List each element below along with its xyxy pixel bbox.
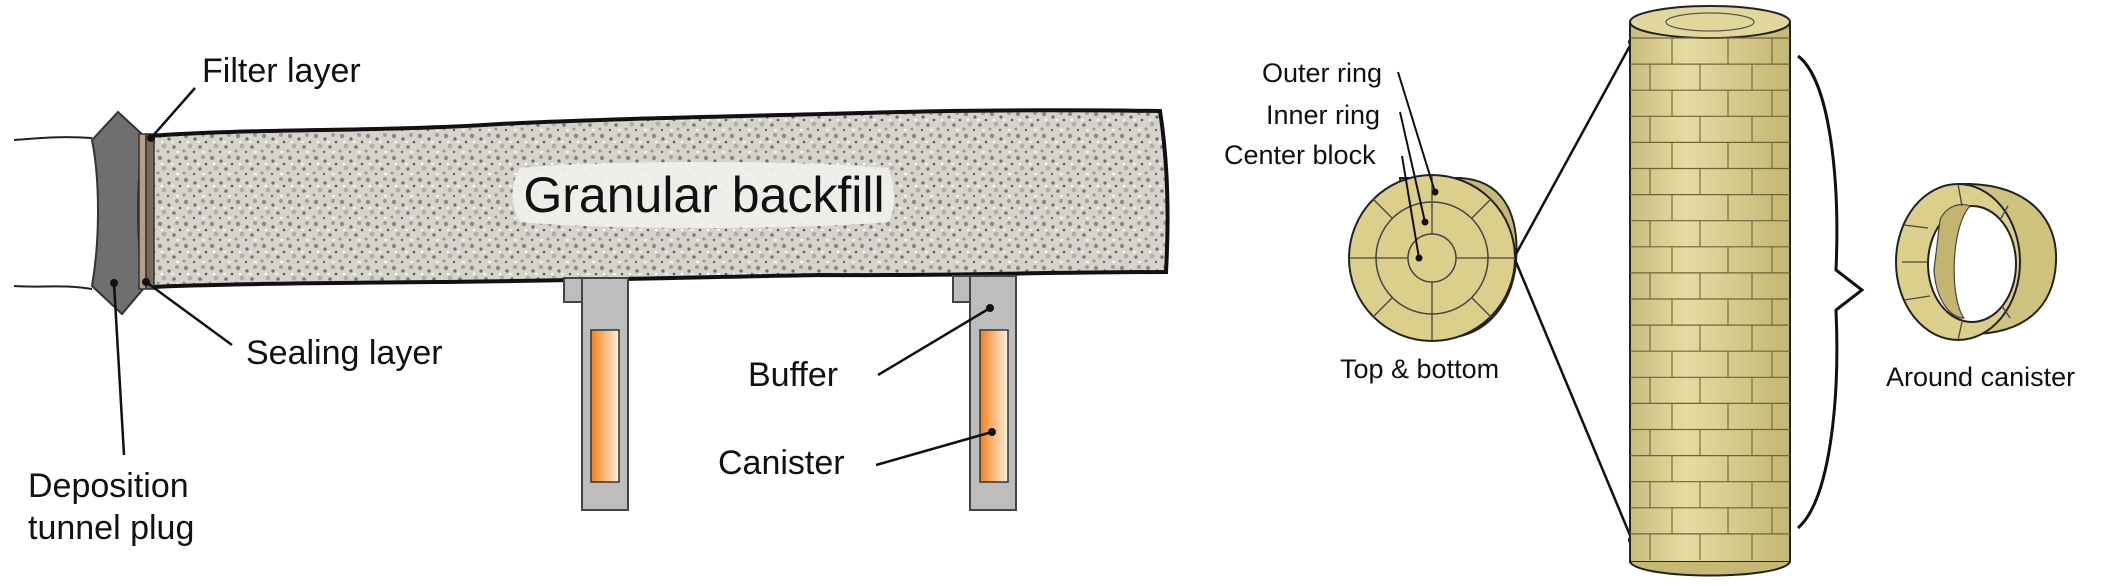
ring-hole-inner	[1933, 203, 1972, 319]
around-canister-label: Around canister	[1886, 362, 2075, 392]
inner-ring-leader	[1399, 111, 1426, 223]
sealing-layer	[145, 133, 155, 290]
filter-leader	[150, 87, 196, 139]
disc-to-column-bottom	[1514, 261, 1634, 541]
filter-layer	[138, 133, 147, 290]
buffer-label: Buffer	[748, 356, 838, 394]
ring-segment-lines	[1902, 183, 2011, 341]
backfill-label-bg	[512, 162, 894, 228]
deposition-tunnel-plug	[90, 110, 146, 316]
center-block-leader-dot	[1415, 254, 1423, 262]
around-canister-ring	[1895, 183, 2058, 341]
buffer-1-top	[563, 277, 583, 303]
outer-ring-leader	[1397, 71, 1436, 193]
deposition-hole-1	[563, 277, 629, 511]
sealing-layer-label: Sealing layer	[246, 334, 443, 372]
disc-radial-lines	[1349, 175, 1515, 341]
center-block-leader	[1401, 155, 1420, 259]
column-brace	[1797, 54, 1865, 530]
inner-ring-label: Inner ring	[1266, 100, 1380, 130]
filter-layer-label: Filter layer	[202, 52, 361, 90]
plug-label-line1: Deposition	[28, 467, 189, 505]
sealing-leader	[145, 280, 233, 347]
column-bottom	[1629, 561, 1791, 577]
inner-ring-leader-dot	[1421, 218, 1429, 226]
outer-ring-label: Outer ring	[1262, 58, 1382, 88]
column-top-ring	[1665, 12, 1755, 32]
canister-2	[979, 329, 1009, 483]
buffer-column	[1629, 5, 1791, 577]
column-top	[1629, 5, 1791, 39]
canister-1	[590, 329, 620, 483]
plug-leader-dot	[110, 279, 118, 287]
outer-ring-leader-dot	[1431, 188, 1439, 196]
tunnel-top-edge	[13, 136, 93, 141]
backfill-label: Granular backfill	[523, 167, 884, 223]
top-bottom-label: Top & bottom	[1340, 354, 1499, 384]
column-courses	[1630, 37, 1790, 560]
buffer-leader	[877, 306, 991, 377]
canister-leader	[875, 430, 993, 467]
canister-label: Canister	[718, 444, 845, 482]
tunnel-bottom-edge	[13, 285, 93, 290]
disc-to-column-top	[1514, 41, 1634, 255]
plug-label-line2: tunnel plug	[28, 509, 194, 547]
buffer-leader-dot	[986, 304, 994, 312]
plug-leader	[112, 282, 126, 456]
canister-leader-dot	[988, 428, 996, 436]
top-bottom-block	[1348, 174, 1518, 342]
center-block-label: Center block	[1224, 140, 1376, 170]
buffer-2-top	[952, 275, 971, 303]
sealing-leader-dot	[142, 278, 150, 286]
column-body	[1629, 21, 1791, 563]
filter-leader-dot	[147, 134, 155, 142]
